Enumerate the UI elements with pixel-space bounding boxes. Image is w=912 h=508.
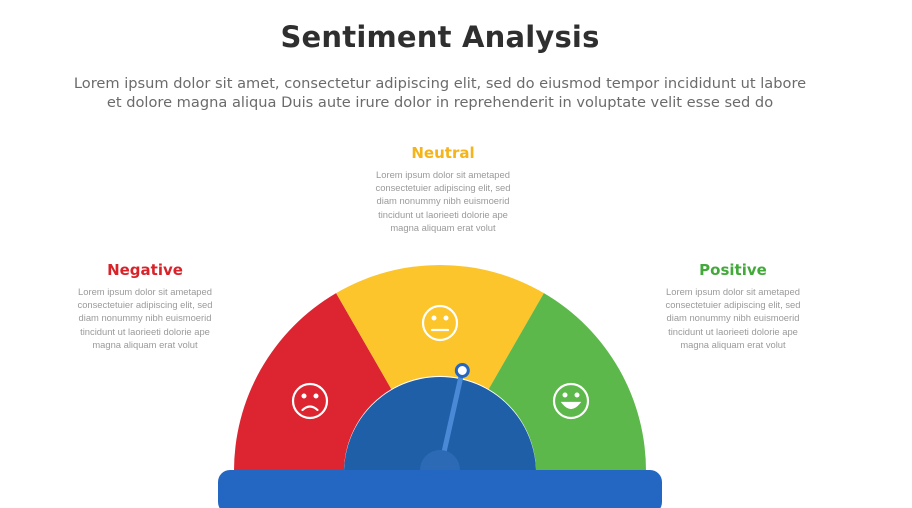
subtitle-line-2: et dolore magna aliqua Duis aute irure d… xyxy=(106,94,774,111)
negative-section: Negative Lorem ipsum dolor sit ametaped … xyxy=(50,261,240,351)
negative-description-line: diam nonummy nibh euismoerid xyxy=(78,312,212,324)
positive-description-line: consectetuier adipiscing elit, sed xyxy=(665,299,801,311)
subtitle-line-1: Lorem ipsum dolor sit amet, consectetur … xyxy=(73,75,807,92)
neutral-description-line: tincidunt ut laorieeti dolorie ape xyxy=(378,208,508,220)
neutral-description: Lorem ipsum dolor sit ametaped consectet… xyxy=(348,168,538,234)
neutral-description-line: magna aliquam erat volut xyxy=(390,221,496,233)
positive-heading: Positive xyxy=(699,261,767,279)
positive-description-line: tincidunt ut laorieeti dolorie ape xyxy=(668,325,798,337)
positive-description-line: diam nonummy nibh euismoerid xyxy=(666,312,800,324)
negative-description-line: consectetuier adipiscing elit, sed xyxy=(77,299,213,311)
negative-description-line: Lorem ipsum dolor sit ametaped xyxy=(78,286,212,297)
gauge-segment-negative xyxy=(233,293,392,473)
gauge-segment-neutral xyxy=(336,264,544,390)
positive-description: Lorem ipsum dolor sit ametaped consectet… xyxy=(638,285,828,351)
page-subtitle: Lorem ipsum dolor sit amet, consectetur … xyxy=(0,74,880,112)
gauge-segment-positive xyxy=(488,293,647,473)
neutral-face-icon xyxy=(421,304,459,342)
negative-description: Lorem ipsum dolor sit ametaped consectet… xyxy=(50,285,240,351)
negative-description-line: magna aliquam erat volut xyxy=(92,338,198,350)
negative-description-line: tincidunt ut laorieeti dolorie ape xyxy=(80,325,210,337)
negative-heading: Negative xyxy=(107,261,183,279)
positive-description-line: magna aliquam erat volut xyxy=(680,338,786,350)
neutral-description-line: consectetuier adipiscing elit, sed xyxy=(375,182,511,194)
positive-description-line: Lorem ipsum dolor sit ametaped xyxy=(666,286,800,297)
sad-face-icon xyxy=(291,382,329,420)
happy-face-icon xyxy=(552,382,590,420)
page-title: Sentiment Analysis xyxy=(280,20,600,54)
neutral-section: Neutral Lorem ipsum dolor sit ametaped c… xyxy=(348,144,538,234)
neutral-heading: Neutral xyxy=(411,144,475,162)
neutral-description-line: diam nonummy nibh euismoerid xyxy=(376,195,510,207)
positive-section: Positive Lorem ipsum dolor sit ametaped … xyxy=(638,261,828,351)
gauge-base xyxy=(218,470,662,508)
gauge-needle-tip xyxy=(454,363,470,378)
gauge-hub xyxy=(344,377,536,473)
neutral-description-line: Lorem ipsum dolor sit ametaped xyxy=(376,169,510,180)
